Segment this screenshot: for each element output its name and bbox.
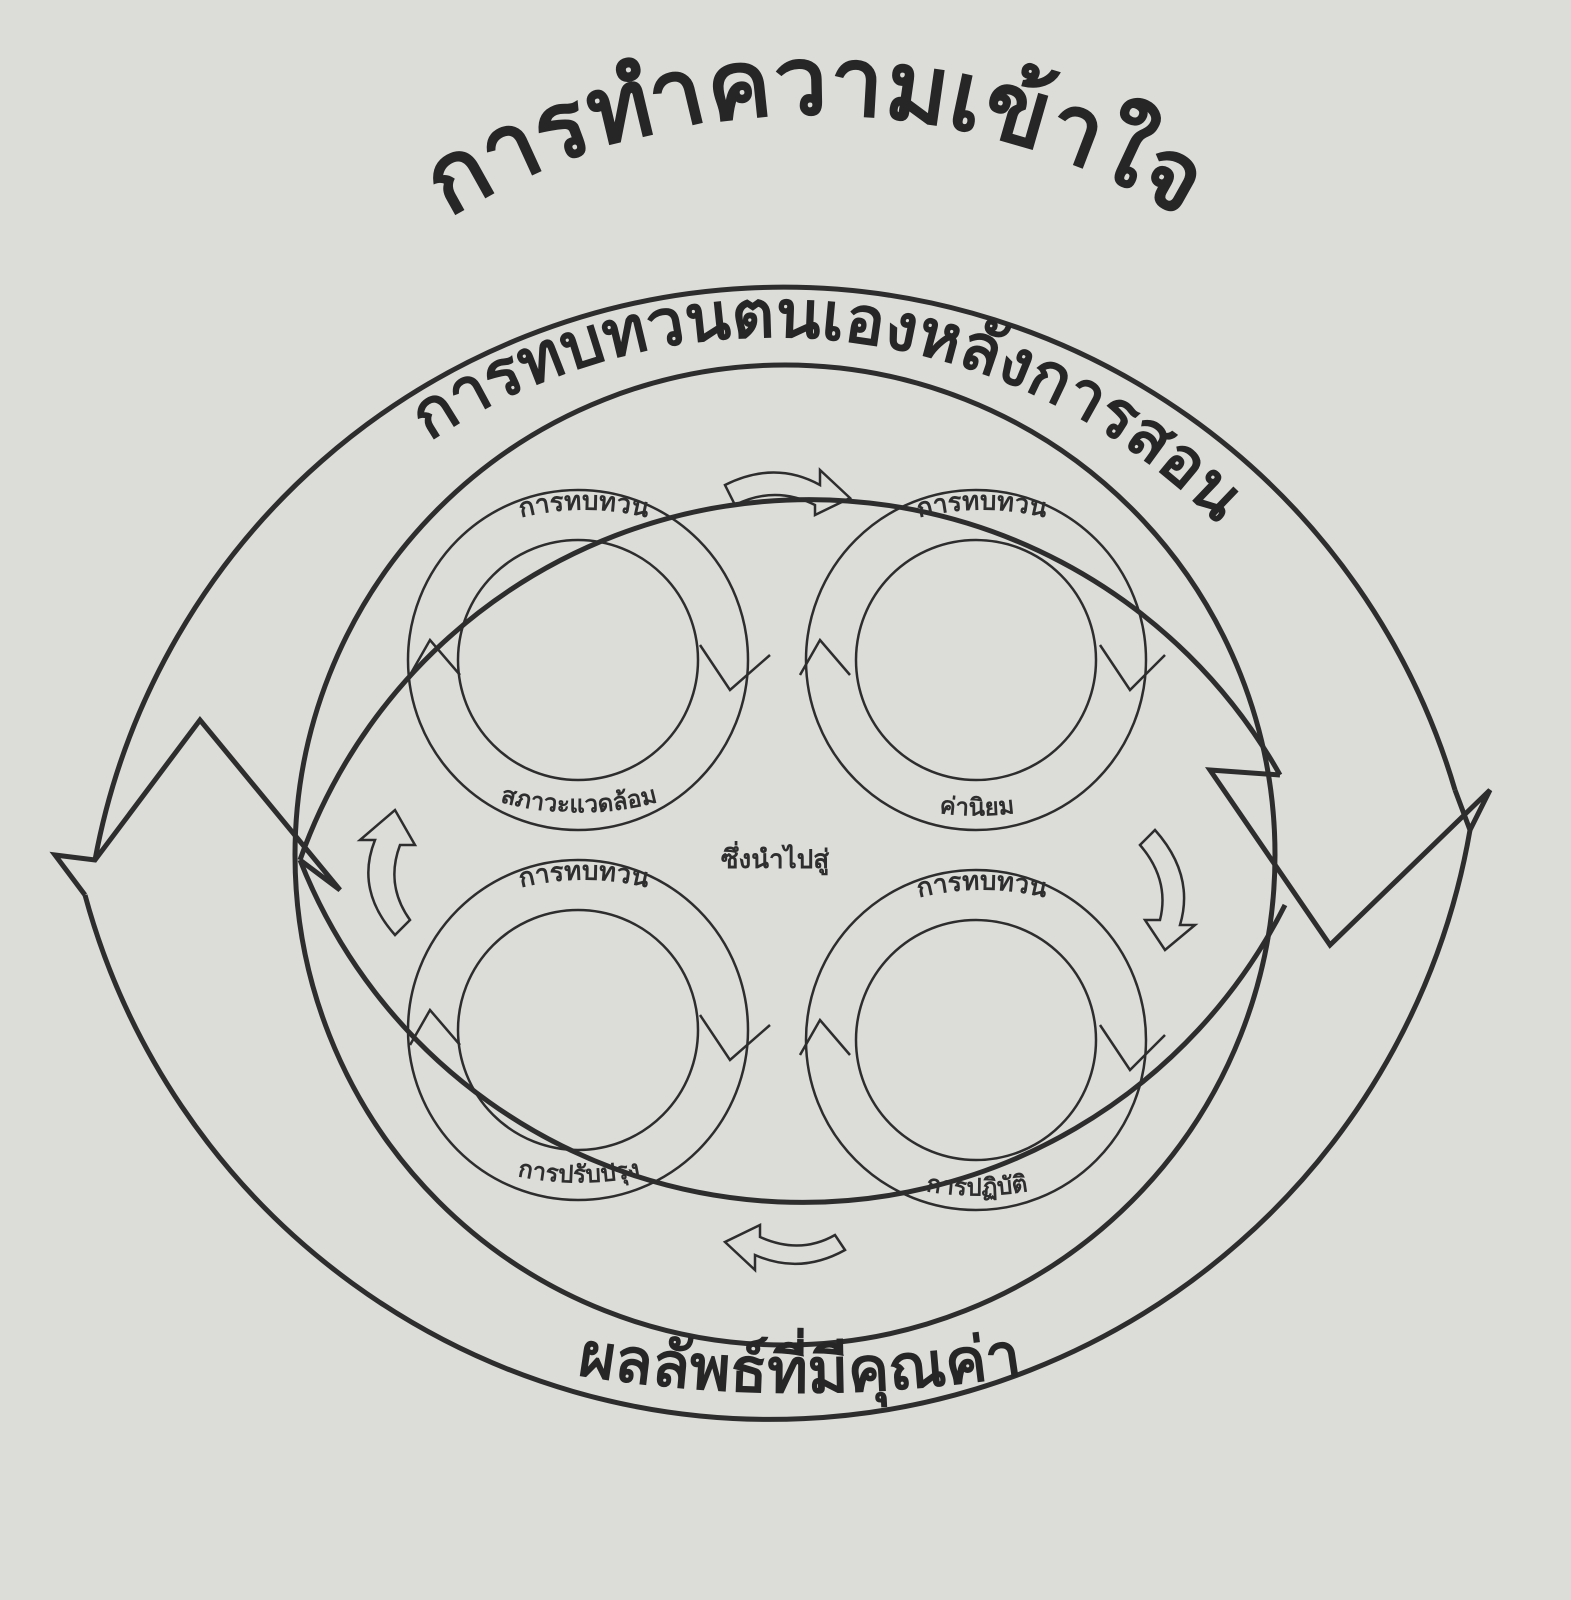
cycle-4-bottom-label: การปฏิบัติ [925,1169,1029,1201]
cycle-ring-2 [798,488,1166,832]
cycle-ring-3 [406,858,771,1202]
cycle-2-bottom-label: ค่านิยม [939,791,1016,821]
outer-arrowhead-left [49,715,342,897]
inner-circle [292,362,1278,1348]
cycle-ring-1 [406,488,771,832]
connector-arrow-top [723,467,853,517]
cycle-ring-4 [798,868,1166,1212]
connector-arrow-left [356,808,418,937]
outer-arrowhead-right [1205,767,1493,949]
connector-arrow-bottom [722,1223,847,1273]
connector-arrow-right [1138,828,1199,952]
center-label: ซึ่งนำไปสู่ [721,840,829,876]
outer-cycle-arrow [49,284,1493,1422]
